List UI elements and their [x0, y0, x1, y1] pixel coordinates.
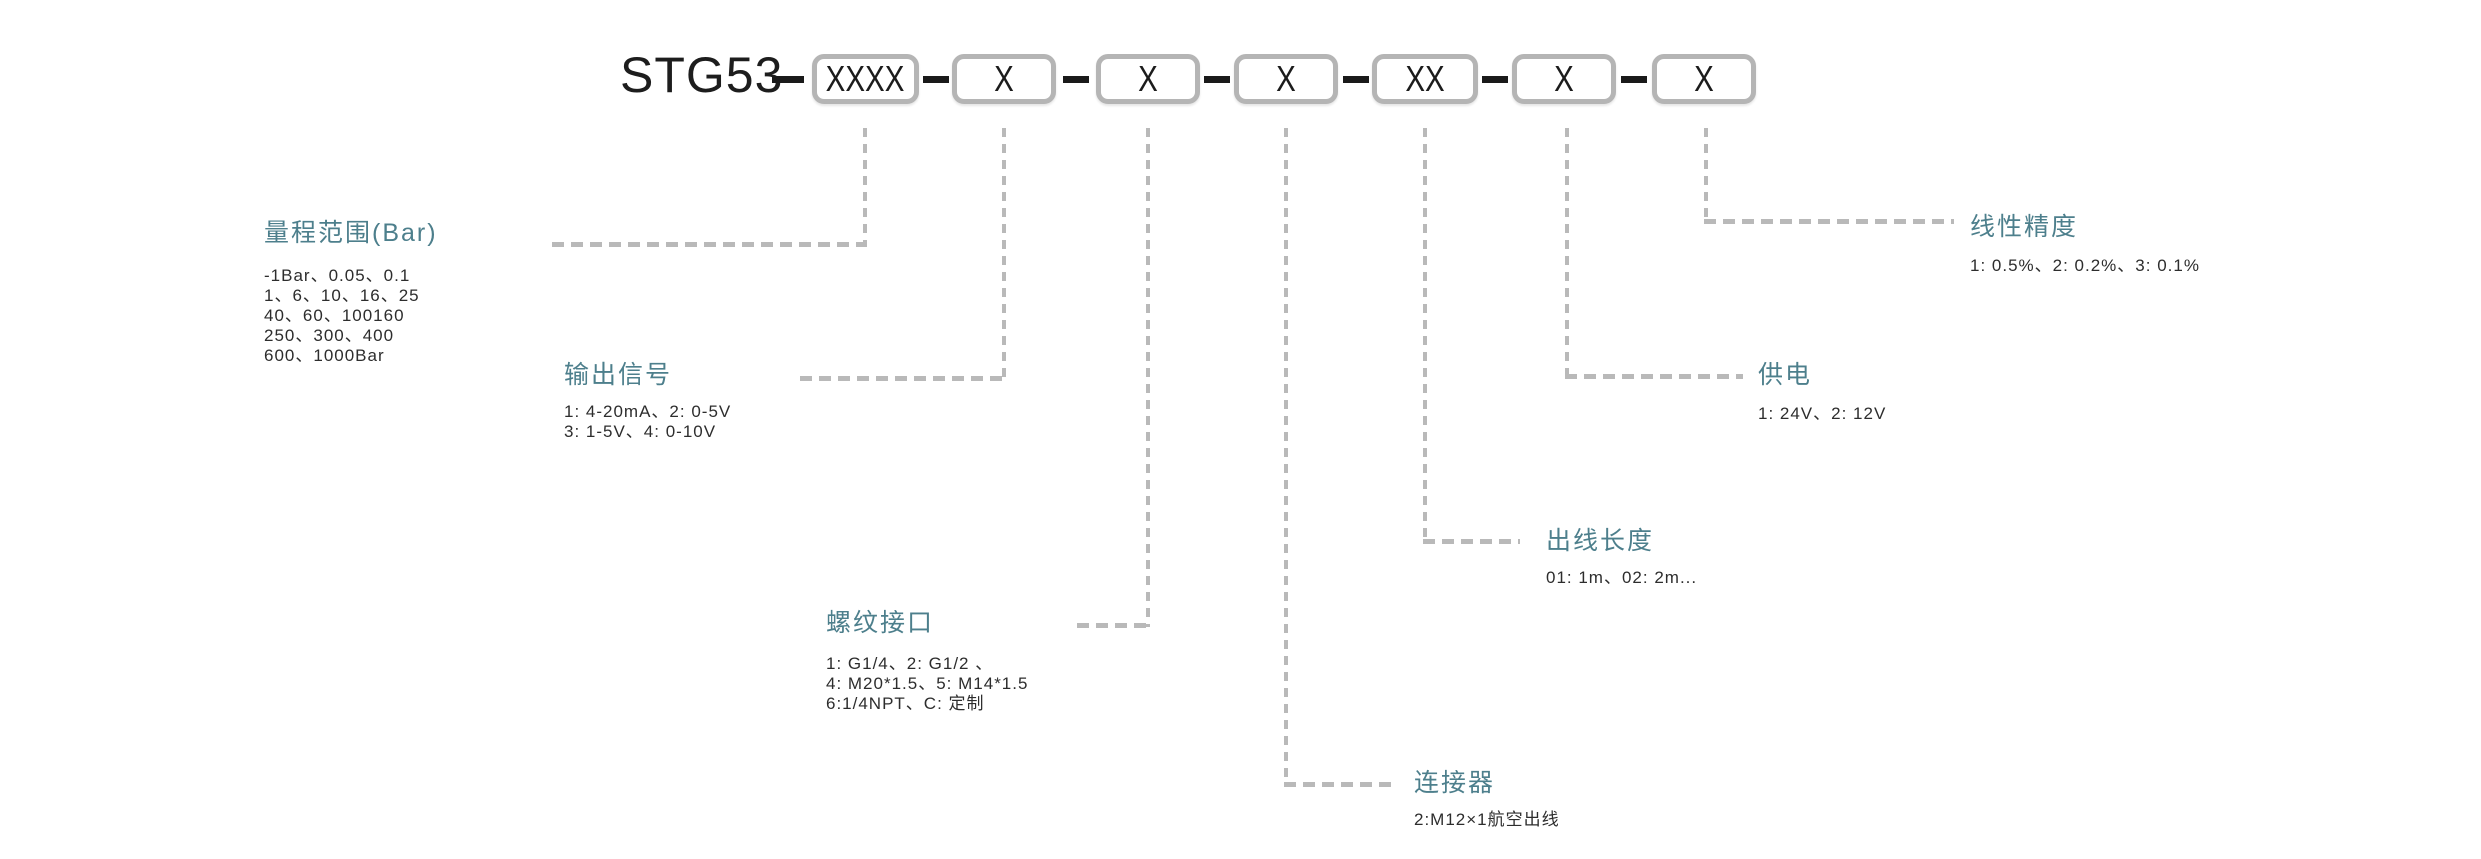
code-box-thread: X	[1096, 54, 1200, 104]
model-code: STG53	[620, 47, 784, 103]
code-box-accuracy: X	[1652, 54, 1756, 104]
code-box-range: XXXX	[812, 54, 919, 104]
leader-horizontal-range	[552, 242, 867, 247]
field-value-line: 1、6、10、16、25	[264, 286, 420, 305]
connector-dash-6	[1621, 76, 1647, 83]
field-value-line: 1: 0.5%、2: 0.2%、3: 0.1%	[1970, 256, 2200, 275]
code-box-power-text: X	[1554, 58, 1574, 99]
field-value-line: 01: 1m、02: 2m...	[1546, 568, 1698, 587]
leader-horizontal-accuracy	[1704, 219, 1954, 224]
connector-dash-2	[1063, 76, 1089, 83]
code-box-output: X	[952, 54, 1056, 104]
field-value-line: -1Bar、0.05、0.1	[264, 266, 411, 285]
leader-vertical-range	[863, 128, 867, 246]
field-values-thread: 1: G1/4、2: G1/2 、 4: M20*1.5、5: M14*1.5 …	[826, 654, 1028, 714]
connector-dash-3	[1204, 76, 1230, 83]
connector-dash-4	[1343, 76, 1369, 83]
field-value-line: 4: M20*1.5、5: M14*1.5	[826, 674, 1029, 693]
leader-horizontal-connector	[1284, 782, 1392, 787]
connector-dash-1	[923, 76, 949, 83]
field-value-line: 250、300、400	[264, 326, 395, 345]
code-box-accuracy-text: X	[1694, 58, 1714, 99]
leader-vertical-accuracy	[1704, 128, 1708, 223]
leader-vertical-output	[1002, 128, 1006, 380]
field-label-range: 量程范围(Bar)	[264, 219, 438, 247]
field-label-thread: 螺纹接口	[826, 609, 935, 637]
leader-horizontal-cable-length	[1423, 539, 1520, 544]
field-value-line: 2:M12×1航空出线	[1414, 810, 1560, 829]
field-label-connector: 连接器	[1414, 769, 1496, 797]
field-value-line: 40、60、100160	[264, 306, 405, 325]
field-value-line: 600、1000Bar	[264, 346, 385, 365]
field-label-output: 输出信号	[564, 361, 673, 389]
field-label-cable-length: 出线长度	[1546, 527, 1655, 555]
connector-dash-5	[1482, 76, 1508, 83]
field-values-range: -1Bar、0.05、0.1 1、6、10、16、25 40、60、100160…	[264, 266, 420, 366]
field-value-line: 1: G1/4、2: G1/2 、	[826, 654, 994, 673]
code-box-power: X	[1512, 54, 1616, 104]
leader-horizontal-power	[1565, 374, 1743, 379]
field-value-line: 3: 1-5V、4: 0-10V	[564, 422, 717, 441]
field-values-cable-length: 01: 1m、02: 2m...	[1546, 568, 1697, 588]
field-label-accuracy: 线性精度	[1970, 213, 2079, 241]
code-box-connector: X	[1234, 54, 1338, 104]
field-value-line: 6:1/4NPT、C: 定制	[826, 694, 985, 713]
field-label-power: 供电	[1758, 361, 1813, 389]
field-values-connector: 2:M12×1航空出线	[1414, 810, 1560, 830]
code-box-thread-text: X	[1138, 58, 1158, 99]
code-box-connector-text: X	[1276, 58, 1296, 99]
field-value-line: 1: 24V、2: 12V	[1758, 404, 1887, 423]
leader-vertical-power	[1565, 128, 1569, 378]
leader-vertical-thread	[1146, 128, 1150, 627]
code-box-output-text: X	[994, 58, 1014, 99]
code-box-cable-length: XX	[1372, 54, 1478, 104]
field-values-output: 1: 4-20mA、2: 0-5V 3: 1-5V、4: 0-10V	[564, 402, 731, 442]
leader-horizontal-output	[800, 376, 1006, 381]
leader-vertical-connector	[1284, 128, 1288, 786]
field-value-line: 1: 4-20mA、2: 0-5V	[564, 402, 732, 421]
field-values-power: 1: 24V、2: 12V	[1758, 404, 1886, 424]
connector-dash-model	[772, 76, 804, 83]
code-box-range-text: XXXX	[826, 58, 905, 99]
field-values-accuracy: 1: 0.5%、2: 0.2%、3: 0.1%	[1970, 256, 2200, 276]
code-box-cable-length-text: XX	[1405, 58, 1445, 99]
leader-vertical-cable-length	[1423, 128, 1427, 543]
leader-horizontal-thread	[1077, 623, 1150, 628]
